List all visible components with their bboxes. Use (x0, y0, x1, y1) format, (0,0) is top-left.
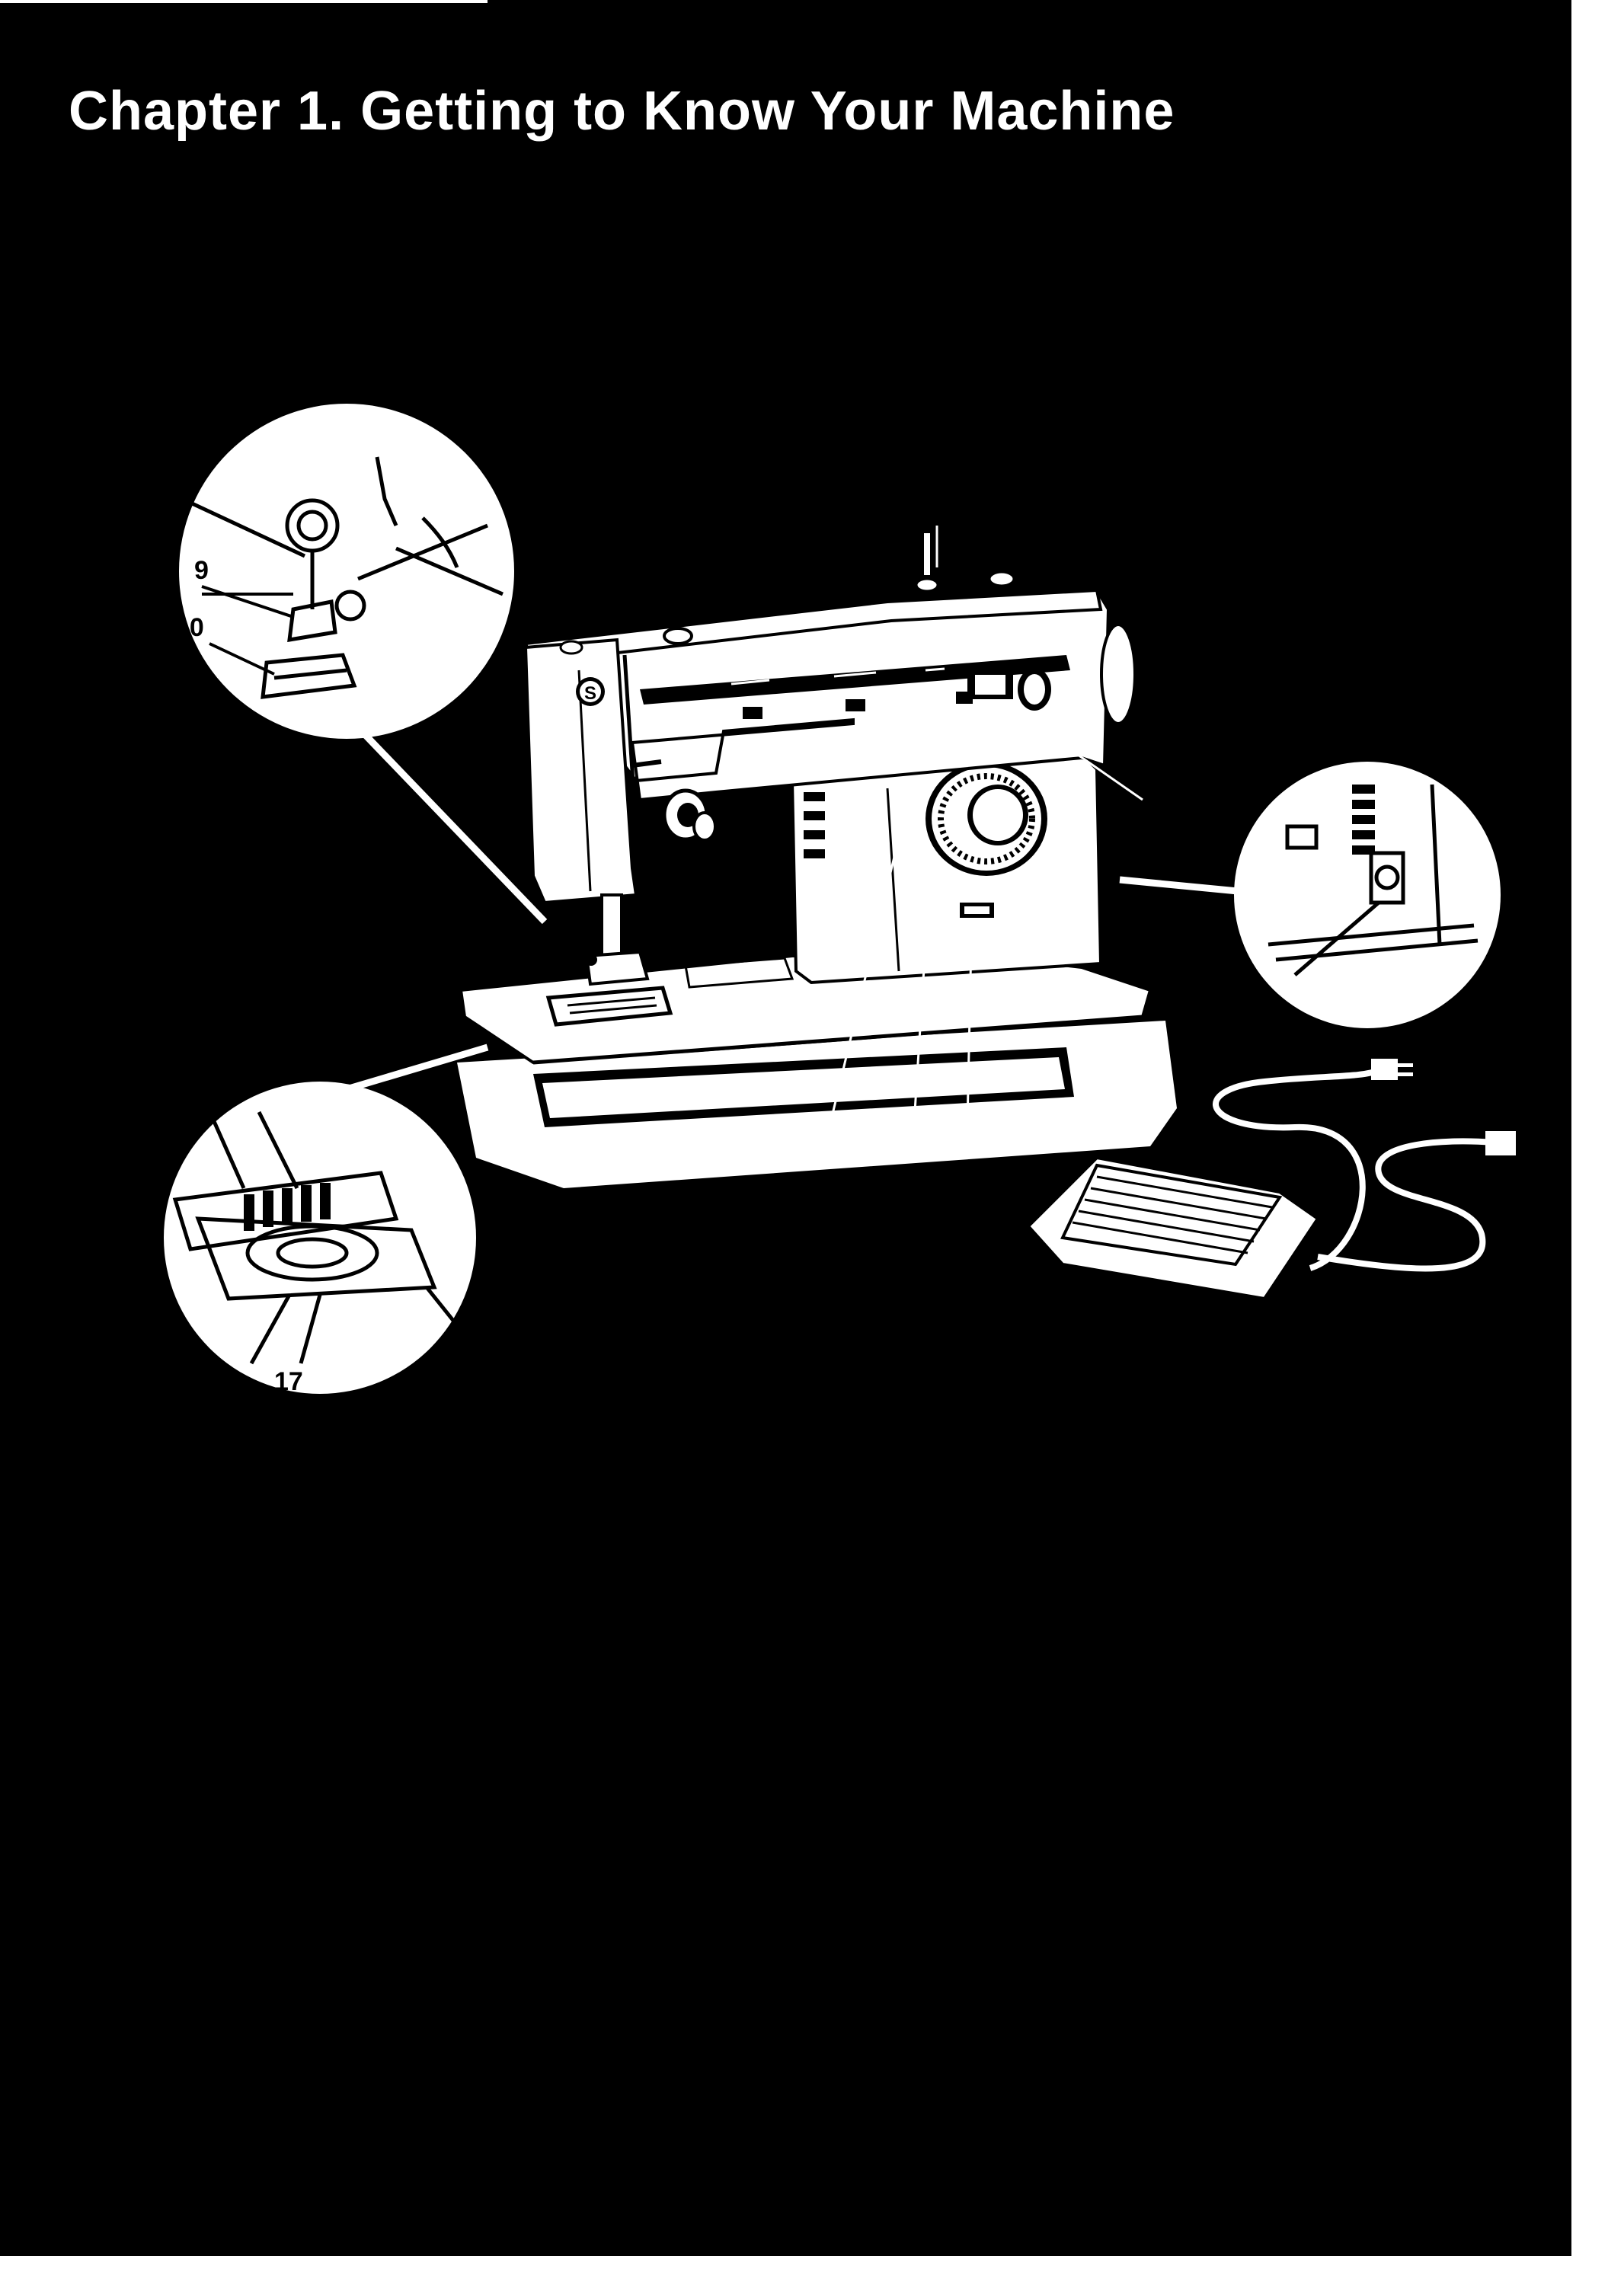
pointer-lines (829, 526, 1143, 1124)
connector-line-needle-plate (345, 1043, 489, 1093)
connector-line-presser-foot (355, 724, 548, 925)
sewing-machine: S (457, 533, 1177, 1188)
side-vents (804, 792, 825, 858)
top-rule (0, 0, 488, 3)
presser-foot (584, 950, 650, 986)
power-plug (1371, 1059, 1398, 1080)
thread-tension-dial (662, 788, 717, 842)
detail-circle-needle-plate: 17 (164, 1082, 476, 1396)
spool-pin (924, 533, 930, 575)
callout-label-10: 10 (175, 613, 204, 642)
controller-plug (1485, 1131, 1516, 1155)
stitch-pattern-indicators (730, 667, 945, 686)
needle-plate (545, 986, 673, 1027)
page-margin (1571, 0, 1624, 2285)
machine-head (523, 638, 638, 905)
connector-line-power-socket (1119, 876, 1239, 895)
detail-circle-presser-foot: 9 10 (175, 404, 514, 739)
detail-circle-power-socket (1234, 762, 1501, 1028)
stitch-selector-dial (925, 762, 1047, 876)
brand-emblem: S (584, 683, 596, 704)
bobbin-winder (967, 668, 1051, 711)
foot-controller (1026, 1155, 1320, 1301)
power-cord (1213, 1067, 1494, 1272)
chapter-title: Chapter 1. Getting to Know Your Machine (69, 81, 1175, 142)
callout-label-17: 17 (274, 1367, 303, 1396)
handwheel (1100, 623, 1136, 725)
manual-page: Chapter 1. Getting to Know Your Machine (0, 0, 1571, 2256)
callout-label-9: 9 (194, 556, 209, 585)
sewing-machine-illustration: S (164, 404, 1516, 1396)
